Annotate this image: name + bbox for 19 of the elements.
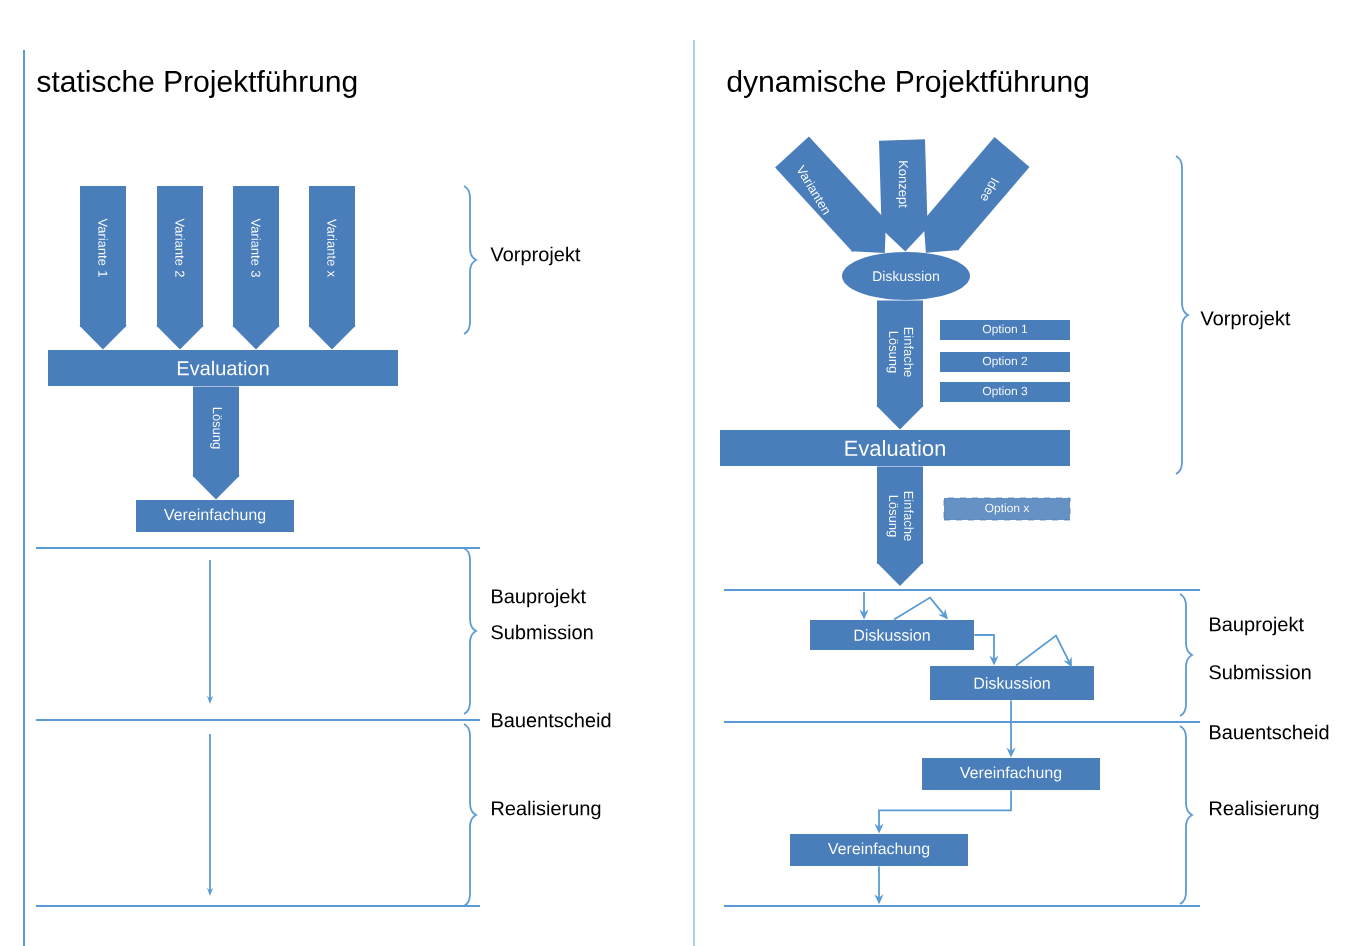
phase-label: Bauprojekt bbox=[492, 588, 586, 608]
process-box: Vereinfachung bbox=[790, 834, 968, 866]
process-box: Vereinfachung bbox=[922, 758, 1100, 790]
arrow bbox=[893, 596, 948, 621]
phase-label: Realisierung bbox=[492, 800, 601, 820]
phase-label: Vorprojekt bbox=[490, 246, 581, 266]
phase-label: Vorprojekt bbox=[1200, 310, 1291, 330]
block-arrow bbox=[922, 137, 1030, 253]
block-arrow bbox=[775, 136, 887, 253]
phase-label: Submission bbox=[491, 624, 593, 640]
heading: dynamische Projektführung bbox=[727, 70, 1088, 98]
phase-label: Bauentscheid bbox=[1210, 724, 1329, 740]
phase-label: Bauprojekt bbox=[1210, 616, 1304, 636]
phase-label: Bauentscheid bbox=[492, 712, 611, 728]
process-box: Diskussion bbox=[930, 666, 1094, 700]
process-box: Diskussion bbox=[810, 620, 974, 650]
phase-label: Submission bbox=[1209, 664, 1311, 680]
heading: statische Projektführung bbox=[37, 70, 357, 98]
phase-label: Realisierung bbox=[1210, 800, 1319, 820]
